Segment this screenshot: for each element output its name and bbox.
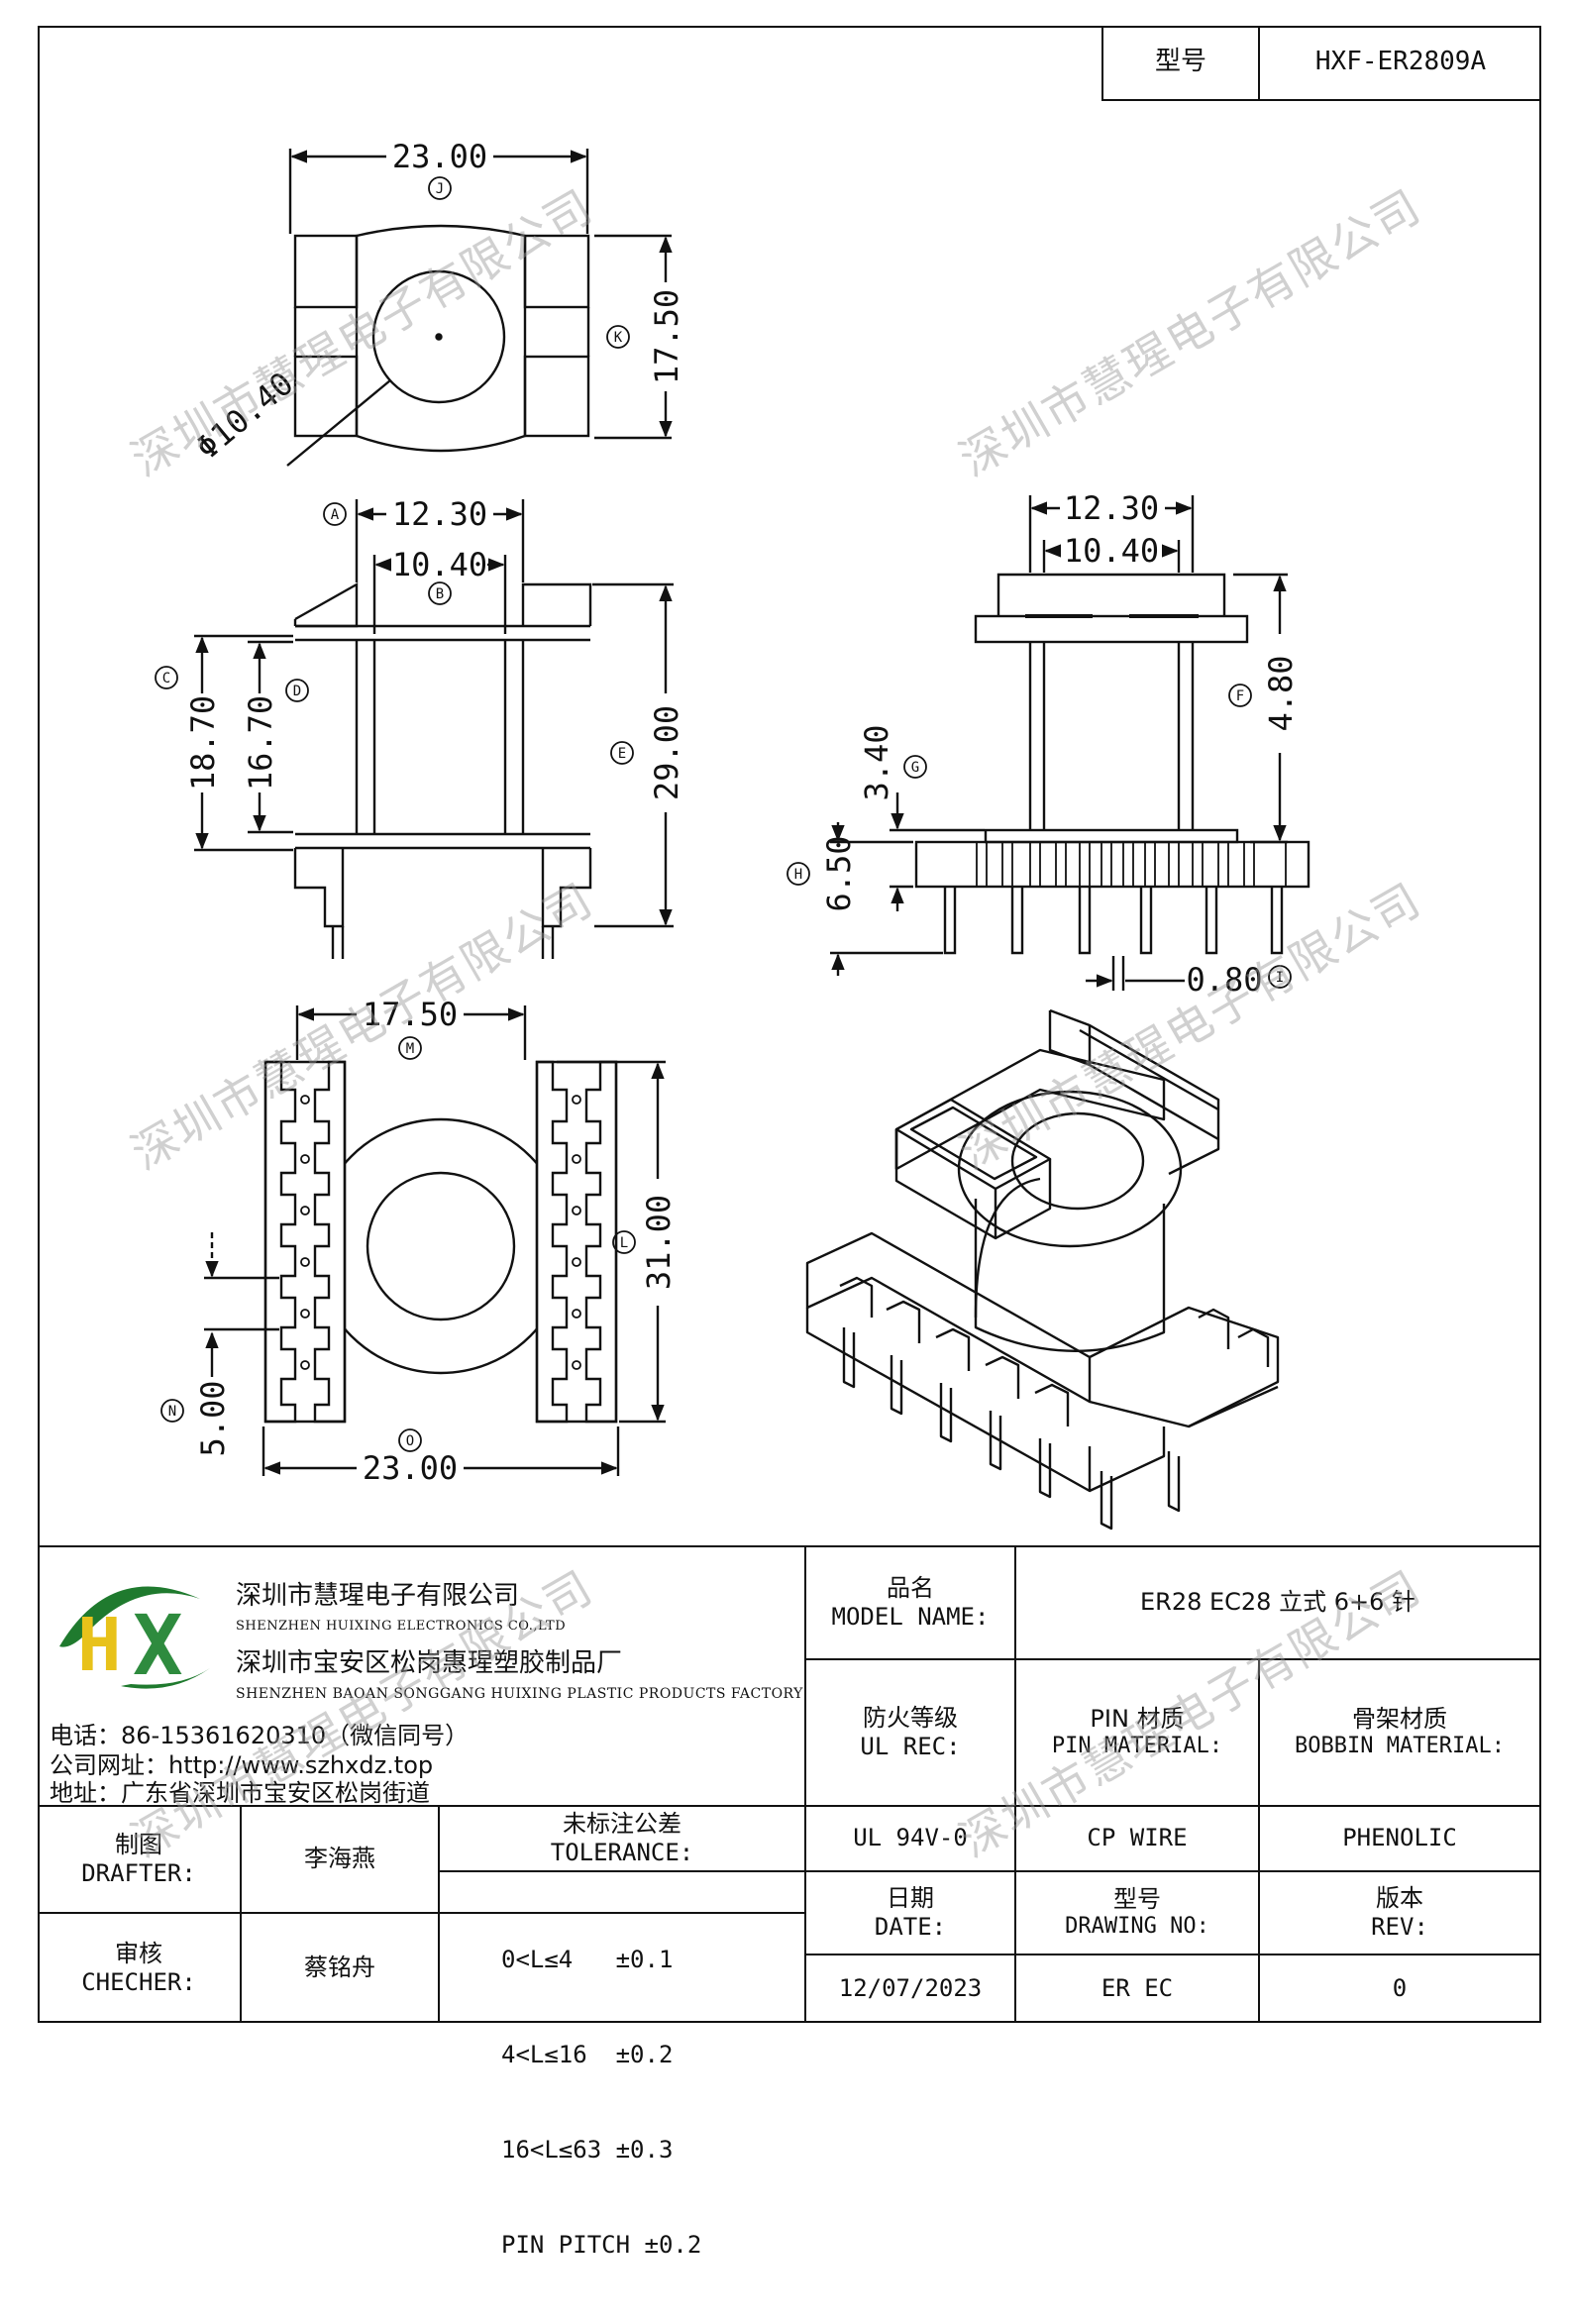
model-name-label-cn: 品名 — [887, 1573, 934, 1602]
tag-g: G — [911, 760, 919, 776]
checker-label-cn: 审核 — [115, 1939, 162, 1967]
model-name-label-en: MODEL NAME: — [831, 1603, 990, 1631]
tag-f: F — [1236, 688, 1244, 704]
tag-a: A — [331, 507, 340, 523]
dim-g: 3.40 — [858, 724, 895, 800]
dim-n: 5.00 — [194, 1380, 232, 1456]
tag-i: I — [1276, 970, 1284, 986]
bobbin-material-label-cn: 骨架材质 — [1352, 1704, 1447, 1733]
tag-e: E — [618, 746, 626, 762]
drafter-name: 李海燕 — [304, 1845, 375, 1873]
dim-d: 16.70 — [242, 695, 279, 791]
dim-a: 12.30 — [392, 495, 487, 533]
tolerance-line: PIN PITCH ±0.2 — [501, 2231, 702, 2259]
company-website: 公司网址：http://www.szhxdz.top — [50, 1751, 434, 1779]
model-header: 型号 HXF-ER2809A — [1101, 26, 1541, 101]
isometric-view — [805, 1008, 1280, 1531]
drawing-no-label-cn: 型号 — [1113, 1884, 1161, 1913]
drawing-no-label-en: DRAWING NO: — [1065, 1914, 1209, 1940]
ul-rec-value: UL 94V-0 — [853, 1824, 968, 1852]
dim-top-diameter: Φ10.40 — [188, 365, 300, 467]
factory-name-en: SHENZHEN BAOAN SONGGANG HUIXING PLASTIC … — [236, 1686, 803, 1702]
rev-value: 0 — [1392, 1974, 1408, 2003]
drafter-label: 制图 DRAFTER: — [38, 1807, 240, 1912]
tolerance-line: 4<L≤16 ±0.2 — [501, 2041, 674, 2068]
rev-label: 版本 REV: — [1260, 1872, 1539, 1954]
tolerance-table: 0<L≤4 ±0.1 4<L≤16 ±0.2 16<L≤63 ±0.3 PIN … — [501, 1880, 798, 2324]
model-header-value: HXF-ER2809A — [1314, 47, 1487, 77]
dim-i: 0.80 — [1186, 961, 1262, 999]
factory-name-cn: 深圳市宝安区松岗惠瑆塑胶制品厂 — [236, 1648, 623, 1678]
drafter-label-cn: 制图 — [115, 1830, 162, 1858]
tag-d: D — [293, 684, 301, 699]
dim-side-inner: 10.40 — [1064, 532, 1159, 570]
side-view — [830, 495, 1310, 991]
front-view — [194, 499, 674, 959]
company-name-cn: 深圳市慧瑆电子有限公司 — [236, 1581, 520, 1611]
tag-j: J — [436, 181, 444, 197]
model-name-value: ER28 EC28 立式 6+6 针 — [1139, 1588, 1415, 1617]
tag-k: K — [614, 330, 623, 346]
checker-name: 蔡铭舟 — [304, 1954, 375, 1982]
technical-drawing: 23.00 17.50 Φ10.40 12.30 10.40 18.70 16.… — [155, 138, 1310, 1531]
pin-material-label-en: PIN MATERIAL: — [1051, 1734, 1223, 1759]
date-value: 12/07/2023 — [838, 1974, 983, 2003]
dim-c: 18.70 — [184, 695, 222, 791]
dim-h: 6.50 — [820, 835, 858, 911]
checker-label: 审核 CHECHER: — [38, 1914, 240, 2023]
date-label-cn: 日期 — [887, 1883, 934, 1912]
rev-label-cn: 版本 — [1376, 1883, 1423, 1912]
tag-m: M — [406, 1041, 414, 1057]
dim-o: 23.00 — [363, 1449, 458, 1487]
bobbin-material-label-en: BOBBIN MATERIAL: — [1295, 1734, 1505, 1759]
svg-text:H: H — [77, 1603, 122, 1688]
dim-f: 4.80 — [1262, 655, 1300, 731]
tag-b: B — [436, 586, 444, 602]
pin-material-value: CP WIRE — [1087, 1824, 1188, 1852]
title-block: H X 深圳市慧瑆电子有限公司 SHENZHEN HUIXING ELECTRO… — [38, 1545, 1541, 2259]
date-label: 日期 DATE: — [806, 1872, 1014, 1954]
svg-text:X: X — [133, 1597, 183, 1694]
hx-logo-icon: H X — [59, 1586, 210, 1694]
dim-b: 10.40 — [392, 546, 487, 583]
ul-rec-label-en: UL REC: — [860, 1733, 961, 1760]
drawing-no-value: ER EC — [1100, 1974, 1174, 2003]
dim-m: 17.50 — [363, 996, 458, 1033]
rev-label-en: REV: — [1371, 1913, 1428, 1941]
dim-top-height: 17.50 — [648, 289, 685, 384]
pin-material-label: PIN 材质 PIN MATERIAL: — [1016, 1660, 1258, 1805]
tolerance-label-cn: 未标注公差 — [563, 1809, 681, 1838]
top-view — [286, 149, 673, 467]
tolerance-label-en: TOLERANCE: — [550, 1839, 694, 1866]
drafter-label-en: DRAFTER: — [81, 1859, 196, 1887]
tag-h: H — [794, 867, 802, 883]
checker-label-en: CHECHER: — [81, 1968, 196, 1996]
date-label-en: DATE: — [874, 1913, 947, 1941]
tag-n: N — [168, 1404, 176, 1420]
ul-rec-label: 防火等级 UL REC: — [806, 1660, 1014, 1805]
dim-l: 31.00 — [640, 1195, 678, 1290]
tolerance-line: 0<L≤4 ±0.1 — [501, 1946, 674, 1973]
pin-material-label-cn: PIN 材质 — [1090, 1704, 1185, 1733]
dim-top-width: 23.00 — [392, 138, 487, 175]
dim-e: 29.00 — [648, 705, 685, 800]
company-phone: 电话：86-15361620310（微信同号） — [50, 1722, 470, 1749]
tolerance-line: 16<L≤63 ±0.3 — [501, 2136, 674, 2164]
company-name-en: SHENZHEN HUIXING ELECTRONICS CO.,LTD — [236, 1619, 567, 1634]
tag-l: L — [620, 1235, 628, 1251]
bottom-view — [204, 1005, 666, 1476]
model-header-label: 型号 — [1103, 26, 1260, 99]
model-name-label: 品名 MODEL NAME: — [806, 1547, 1014, 1658]
tolerance-label: 未标注公差 TOLERANCE: — [440, 1807, 804, 1870]
dim-side-top: 12.30 — [1064, 489, 1159, 527]
tag-o: O — [406, 1433, 414, 1449]
bobbin-material-value: PHENOLIC — [1342, 1824, 1457, 1852]
drawing-no-label: 型号 DRAWING NO: — [1016, 1872, 1258, 1954]
company-logo: H X — [52, 1569, 220, 1698]
company-address: 地址：广东省深圳市宝安区松岗街道 — [50, 1779, 430, 1807]
bobbin-material-label: 骨架材质 BOBBIN MATERIAL: — [1260, 1660, 1539, 1805]
tag-c: C — [162, 671, 170, 687]
ul-rec-label-cn: 防火等级 — [863, 1703, 958, 1732]
drawing-frame — [38, 26, 1541, 2023]
